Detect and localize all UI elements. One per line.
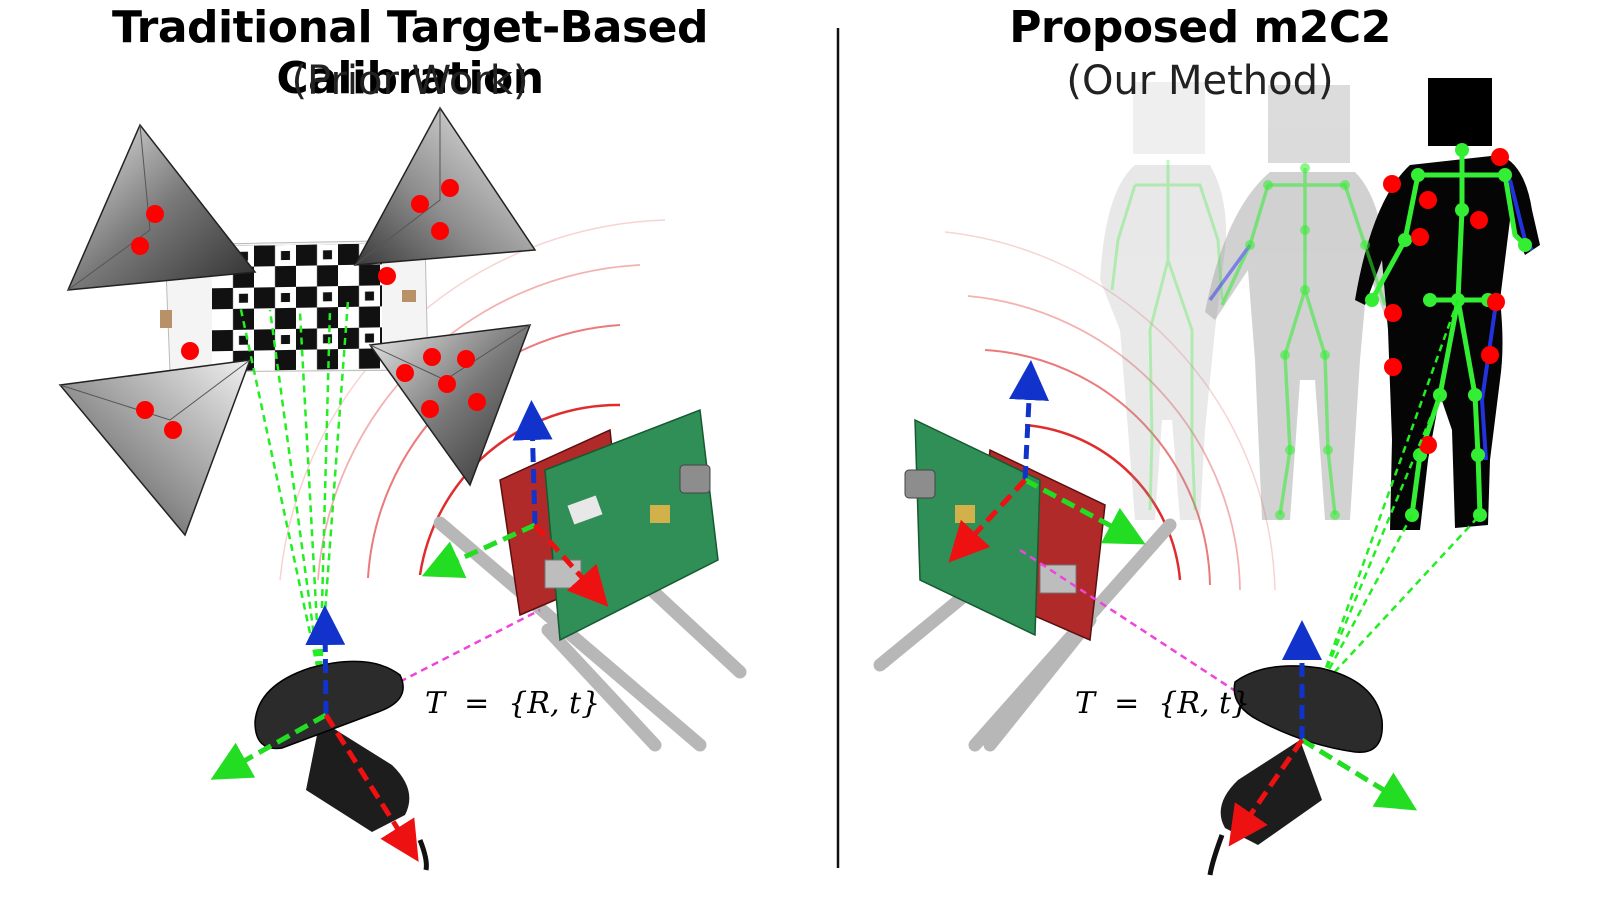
left-panel-subtitle: (Prior Work) xyxy=(291,58,529,104)
person-keypoints xyxy=(1383,148,1509,454)
camera-axes-left xyxy=(210,605,419,862)
projection-lines-right xyxy=(1316,299,1481,691)
radar-axes-left xyxy=(421,400,609,607)
right-panel-title: Proposed m2C2 xyxy=(1009,2,1391,53)
ghost-skeletons xyxy=(1110,160,1224,511)
radar-wave-arcs-right xyxy=(944,231,1276,591)
left-panel-title: Traditional Target-Based Calibration xyxy=(111,2,709,104)
human-silhouette-icon-ghost-2 xyxy=(1205,85,1398,520)
right-panel-subtitle: (Our Method) xyxy=(1066,58,1334,104)
camera-axes-right xyxy=(1228,620,1418,847)
human-silhouette-icon-ghost-1 xyxy=(1100,82,1226,520)
left-transform-formula: T = {R, t} xyxy=(425,686,601,721)
ghost-skeleton-2-joints xyxy=(1245,163,1370,520)
corner-reflector-target-icon xyxy=(58,106,537,537)
right-transform-formula: T = {R, t} xyxy=(1075,686,1251,721)
target-keypoints xyxy=(131,179,486,439)
camera-icon xyxy=(254,660,429,871)
transform-line-right xyxy=(1019,548,1296,732)
radar-axes-right xyxy=(948,360,1146,563)
person-skeleton-joints xyxy=(1365,143,1532,522)
